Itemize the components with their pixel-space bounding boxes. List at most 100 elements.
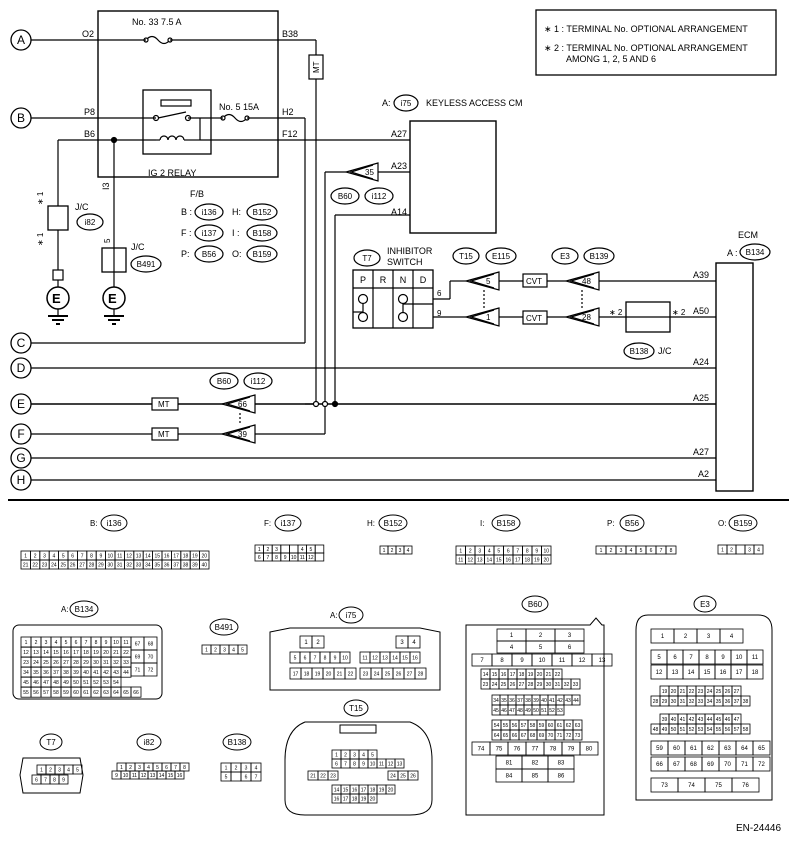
i136-pin: 22 [32, 562, 38, 568]
e3-pin: 62 [707, 746, 714, 752]
e3-pin: 6 [673, 655, 677, 661]
b60-pin: 1 [510, 633, 514, 639]
t15-pin: 2 [344, 752, 347, 758]
cvt-bottom: CVT [526, 314, 542, 323]
i136-pin: 23 [42, 562, 48, 568]
i75-pin: 9 [334, 655, 337, 661]
b159-pin: 3 [748, 547, 751, 553]
i136-pin: 17 [173, 553, 179, 559]
housing-b134 [12, 624, 163, 700]
pin-f12: F12 [282, 129, 298, 139]
ecm-label: ECM [738, 230, 758, 240]
e3-cell [719, 628, 744, 644]
kacm-prefix: A: [382, 98, 391, 108]
b158-pin: 16 [505, 557, 511, 563]
e3-pin: 26 [725, 689, 731, 695]
i75-pin: 12 [372, 655, 378, 661]
b134-pin: 23 [23, 660, 29, 666]
b134-pin: 68 [148, 641, 154, 647]
b60-pin: 84 [506, 774, 513, 780]
t15-pin: 9 [362, 761, 365, 767]
b60-pin: 40 [541, 698, 547, 704]
fuse-5 [222, 113, 248, 123]
e3-pin: 23 [698, 689, 704, 695]
bus-c-label: C [17, 336, 26, 350]
bus-g-label: G [16, 451, 25, 465]
pin-b6: B6 [84, 129, 95, 139]
fb-f-conn: i137 [201, 229, 217, 238]
t15-pin: 7 [344, 761, 347, 767]
i75-pin: 8 [324, 655, 327, 661]
i75-pin: 15 [402, 655, 408, 661]
b60-pin: 59 [539, 723, 545, 729]
b158-cell [541, 554, 552, 565]
e3-pin: 19 [662, 689, 668, 695]
b60-pin: 35 [501, 698, 507, 704]
cv-i75: i75 [346, 611, 357, 620]
b60-pin: 48 [517, 708, 523, 714]
i75-pin: 4 [412, 640, 416, 646]
b158-pin: 8 [526, 548, 529, 554]
b60-pin: 14 [483, 672, 489, 678]
e3-pin: 1 [661, 634, 665, 640]
e3-pin: 32 [689, 699, 695, 705]
t15-pin: 10 [370, 761, 376, 767]
b152-pin: 3 [399, 548, 402, 554]
b134-pin: 2 [35, 640, 38, 646]
i75-pin: 24 [374, 671, 380, 677]
star1-top: ∗ 1 [36, 191, 45, 205]
i136-pin: 12 [126, 553, 132, 559]
b159-pin: 2 [730, 547, 733, 553]
i136-pin: 36 [164, 562, 170, 568]
diagram-code: EN-24446 [736, 823, 781, 834]
star2-left: ∗ 2 [609, 308, 623, 317]
b60-pin: 4 [510, 645, 514, 651]
e3-pin: 75 [715, 783, 722, 789]
pos-n: N [400, 275, 407, 285]
pos-p: P [360, 275, 366, 285]
relay-coil [159, 135, 185, 141]
conn-t15: T15 [459, 252, 473, 261]
b134-pin: 30 [93, 660, 99, 666]
bus-d-label: D [17, 361, 26, 375]
cv-b159: B159 [734, 519, 753, 528]
b134-pin: 37 [53, 670, 59, 676]
e3-pin: 36 [725, 699, 731, 705]
cv-p-prefix: P: [607, 519, 615, 528]
t15-pin: 20 [370, 796, 376, 802]
b134-pin: 26 [53, 660, 59, 666]
b60-pin: 6 [568, 645, 572, 651]
b60-pin: 29 [537, 682, 543, 688]
e3-pin: 27 [734, 689, 740, 695]
b60-pin: 61 [557, 723, 563, 729]
b60-pin: 47 [509, 708, 515, 714]
b60-pin: 28 [528, 682, 534, 688]
b134-pin: 69 [135, 654, 141, 660]
i136-pin: 8 [90, 553, 93, 559]
notes-box [535, 9, 777, 76]
b134-pin: 19 [93, 650, 99, 656]
e3-pin: 22 [689, 689, 695, 695]
e3-pin: 9 [721, 655, 725, 661]
b60-pin: 82 [532, 761, 539, 767]
i137-pin: 4 [301, 547, 304, 553]
e3-pin: 56 [725, 727, 731, 733]
t7-pin: 1 [40, 767, 43, 773]
i75-pin: 18 [304, 671, 310, 677]
i136-pin: 15 [155, 553, 161, 559]
i136-pin: 9 [100, 553, 103, 559]
b134-pin: 41 [93, 670, 99, 676]
t15-pin: 25 [400, 773, 406, 779]
e3-pin: 13 [672, 670, 679, 676]
e3-pin: 37 [734, 699, 740, 705]
e3-pin: 76 [742, 783, 749, 789]
e3-pin: 70 [724, 762, 731, 768]
conn-i112-top: i112 [372, 192, 387, 201]
b60-pin: 49 [525, 708, 531, 714]
b60-pin: 39 [533, 698, 539, 704]
b56-cell [665, 545, 677, 555]
i136-pin: 16 [164, 553, 170, 559]
pin-o2: O2 [82, 29, 94, 39]
t15-pin: 22 [320, 773, 326, 779]
